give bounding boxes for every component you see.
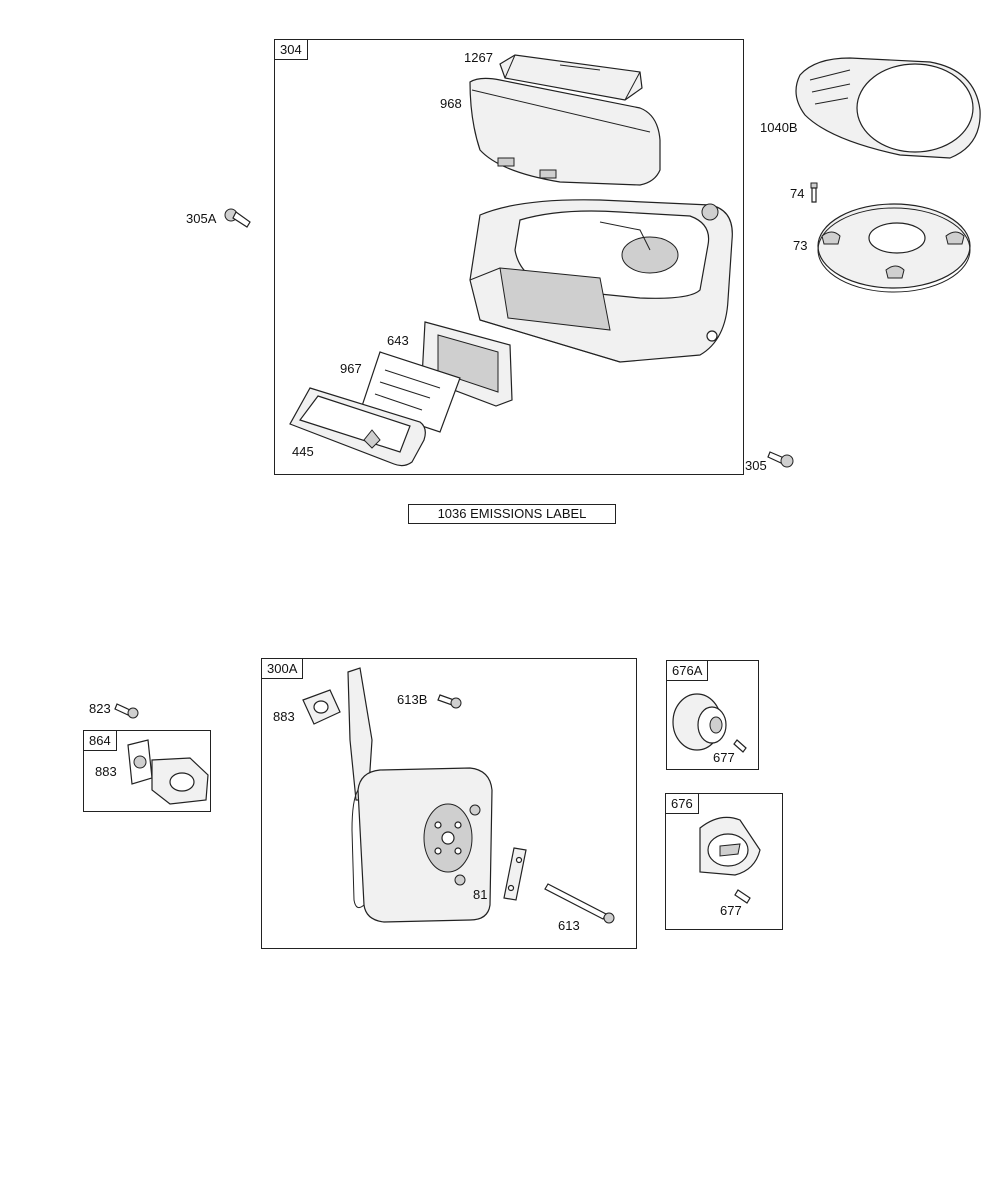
part-677-676-label[interactable]: 677 bbox=[720, 903, 742, 918]
part-305-label[interactable]: 305 bbox=[745, 458, 767, 473]
part-1267-label[interactable]: 1267 bbox=[464, 50, 493, 65]
part-613b-label[interactable]: 613B bbox=[397, 692, 428, 707]
part-1040b-label[interactable]: 1040B bbox=[760, 120, 798, 135]
part-81-label[interactable]: 81 bbox=[473, 887, 488, 902]
group-676-frame: 676 bbox=[665, 793, 783, 930]
group-300a-tag[interactable]: 300A bbox=[261, 658, 304, 679]
part-613-label[interactable]: 613 bbox=[558, 918, 580, 933]
part-305-drawing[interactable] bbox=[768, 452, 793, 467]
part-643-label[interactable]: 643 bbox=[387, 333, 409, 348]
part-305a-drawing[interactable] bbox=[225, 209, 250, 227]
part-1040b-drawing[interactable] bbox=[796, 58, 980, 158]
part-883-300a-label[interactable]: 883 bbox=[273, 709, 295, 724]
group-304-frame: 304 bbox=[274, 39, 744, 475]
group-676-tag[interactable]: 676 bbox=[665, 793, 699, 814]
part-676a-drawing[interactable] bbox=[673, 694, 746, 752]
part-883-300a-drawing[interactable] bbox=[303, 690, 340, 724]
emissions-label-box[interactable]: 1036 EMISSIONS LABEL bbox=[408, 504, 616, 524]
part-613-drawing[interactable] bbox=[545, 884, 614, 923]
part-73-label[interactable]: 73 bbox=[793, 238, 808, 253]
group-864-tag[interactable]: 864 bbox=[83, 730, 117, 751]
group-304-tag[interactable]: 304 bbox=[274, 39, 308, 60]
part-968-drawing[interactable] bbox=[470, 78, 660, 185]
part-883-864-label[interactable]: 883 bbox=[95, 764, 117, 779]
part-445-drawing[interactable] bbox=[290, 388, 425, 466]
part-1267-drawing[interactable] bbox=[500, 55, 642, 100]
part-445-label[interactable]: 445 bbox=[292, 444, 314, 459]
part-823-label[interactable]: 823 bbox=[89, 701, 111, 716]
part-74-drawing[interactable] bbox=[811, 183, 817, 202]
part-81-drawing[interactable] bbox=[504, 848, 526, 900]
part-677-676a-label[interactable]: 677 bbox=[713, 750, 735, 765]
group-300a-frame: 300A bbox=[261, 658, 637, 949]
part-74-label[interactable]: 74 bbox=[790, 186, 805, 201]
muffler-drawing[interactable] bbox=[348, 668, 492, 922]
part-613b-drawing[interactable] bbox=[438, 695, 461, 708]
part-967-label[interactable]: 967 bbox=[340, 361, 362, 376]
group-676a-frame: 676A bbox=[666, 660, 759, 770]
air-cleaner-base-drawing[interactable] bbox=[470, 200, 732, 362]
part-676-drawing[interactable] bbox=[700, 817, 760, 903]
part-968-label[interactable]: 968 bbox=[440, 96, 462, 111]
part-73-drawing[interactable] bbox=[818, 204, 970, 292]
part-823-drawing[interactable] bbox=[115, 704, 138, 718]
group-676a-tag[interactable]: 676A bbox=[666, 660, 709, 681]
group-864-frame: 864 bbox=[83, 730, 211, 812]
part-305a-label[interactable]: 305A bbox=[186, 211, 217, 226]
part-864-drawing[interactable] bbox=[128, 740, 208, 804]
